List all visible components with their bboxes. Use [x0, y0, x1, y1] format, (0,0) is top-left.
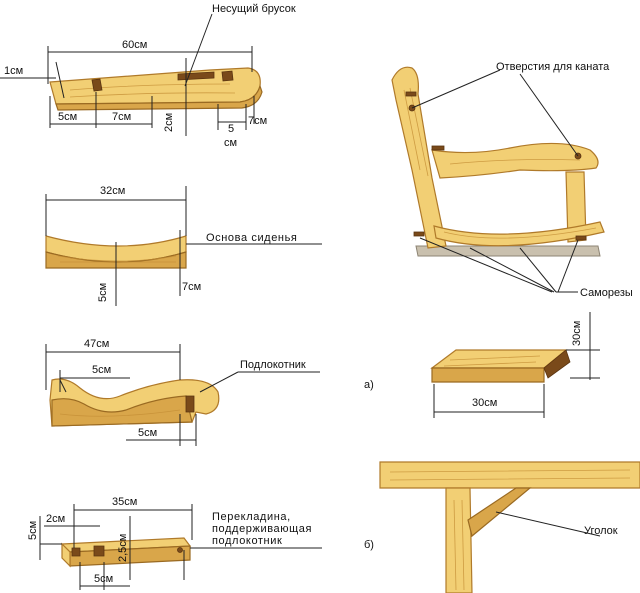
- rope-leader-1: [411, 69, 501, 109]
- arm-len-label: 47см: [84, 338, 109, 350]
- screw-leader-2: [469, 247, 555, 293]
- seat-len-label: 32см: [100, 185, 125, 197]
- tabletop-beam: [379, 461, 640, 489]
- block-front: [431, 367, 545, 383]
- chair-bolt-3: [413, 231, 425, 237]
- chair-bolt-4: [575, 235, 587, 241]
- chair-seat-grain: [443, 227, 597, 239]
- crossbar-hole: [177, 547, 183, 553]
- chair-back-upright: [391, 66, 447, 249]
- fig-a-block: 30см 30см а): [364, 312, 600, 418]
- arm-5a-tick: [59, 379, 67, 393]
- corner-leader: [495, 511, 601, 537]
- bar-edge-tick: [55, 61, 65, 99]
- cross-5v-label: 5см: [27, 521, 39, 540]
- rope-leader-2: [519, 73, 579, 157]
- screws-label: Саморезы: [580, 287, 633, 299]
- screw-leader-1: [419, 237, 553, 293]
- bar-len-label: 60см: [122, 39, 147, 51]
- bar-5a-label: 5см: [58, 111, 77, 123]
- armrest-grain: [59, 409, 181, 417]
- screw-leader-4: [557, 239, 579, 293]
- bearing-bar-grain: [69, 83, 236, 98]
- crossbar-label-3: подлокотник: [212, 535, 282, 547]
- chair-seat: [433, 221, 605, 247]
- crossbar-notch-1: [71, 547, 81, 557]
- chair-armrest: [431, 142, 599, 179]
- screw-leader-3: [519, 247, 557, 293]
- fig-b-label: б): [364, 539, 374, 551]
- chair-base-plank: [415, 245, 601, 257]
- bar-5b-unit: см: [224, 137, 237, 149]
- blk-h-label: 30см: [571, 321, 583, 346]
- armrest-side: [51, 395, 193, 427]
- leg-grain: [453, 499, 465, 591]
- crossbar-end: [61, 542, 71, 568]
- bar-2-label: 2см: [163, 113, 175, 132]
- bearing-bar-label: Несущий брусок: [212, 3, 296, 15]
- seat-base-side: [45, 251, 187, 269]
- seat-base-grain: [57, 255, 177, 263]
- cross-25-label: 2,5см: [117, 534, 129, 562]
- leg-post: [445, 487, 473, 593]
- armrest-leader: [199, 371, 239, 393]
- block-grain: [443, 355, 541, 367]
- bearing-bar-notch-2: [221, 70, 234, 82]
- fig-b-corner: Уголок б): [364, 461, 640, 593]
- corner-label: Уголок: [584, 525, 618, 537]
- chair-bolt-1: [405, 91, 417, 97]
- armrest-label: Подлокотник: [240, 359, 306, 371]
- crossbar-notch-2: [93, 545, 105, 557]
- seat-base-part: 32см Основа сиденья 5см 7см: [45, 185, 322, 306]
- assembled-chair: Отверстия для каната Саморезы: [391, 61, 633, 299]
- bar-edge-label: 1см: [4, 65, 23, 77]
- bar-7a-label: 7см: [112, 111, 131, 123]
- cross-5b-label: 5см: [94, 573, 113, 585]
- chair-back-grain: [403, 87, 429, 177]
- rope-holes-label: Отверстия для каната: [496, 61, 610, 73]
- fig-a-label: а): [364, 379, 374, 391]
- bearing-bar-notch-1: [91, 78, 103, 92]
- bar-5b-label: 5: [228, 123, 234, 135]
- arm-5b-label: 5см: [138, 427, 157, 439]
- seat-h5-label: 5см: [97, 283, 109, 302]
- chair-bolt-2: [431, 145, 445, 151]
- bar-7b-label: 7см: [248, 115, 267, 127]
- seat-base-label: Основа сиденья: [206, 232, 298, 244]
- blk-w-label: 30см: [472, 397, 497, 409]
- corner-brace: [467, 487, 532, 538]
- arm-5a-label: 5см: [92, 364, 111, 376]
- cross-len-label: 35см: [112, 496, 137, 508]
- crossbar-label-1: Перекладина,: [212, 511, 291, 523]
- tabletop-grain: [389, 469, 631, 481]
- block-end: [543, 349, 571, 379]
- armrest-part: 47см 5см Подлокотник 5см: [45, 338, 320, 446]
- bearing-bar-slot: [177, 71, 215, 81]
- crossbar-part: 35см 2см 5см 2,5см 5см Перекладина, подд…: [27, 496, 322, 590]
- seat-h7-label: 7см: [182, 281, 201, 293]
- crossbar-label-2: поддерживающая: [212, 523, 312, 535]
- cross-2-label: 2см: [46, 513, 65, 525]
- bearing-bar-leader: [184, 13, 213, 87]
- bearing-bar-part: Несущий брусок 60см 1см 5см 7см 2см 5 см…: [0, 3, 296, 149]
- chair-armrest-grain: [449, 159, 581, 165]
- armrest-notch: [185, 395, 195, 413]
